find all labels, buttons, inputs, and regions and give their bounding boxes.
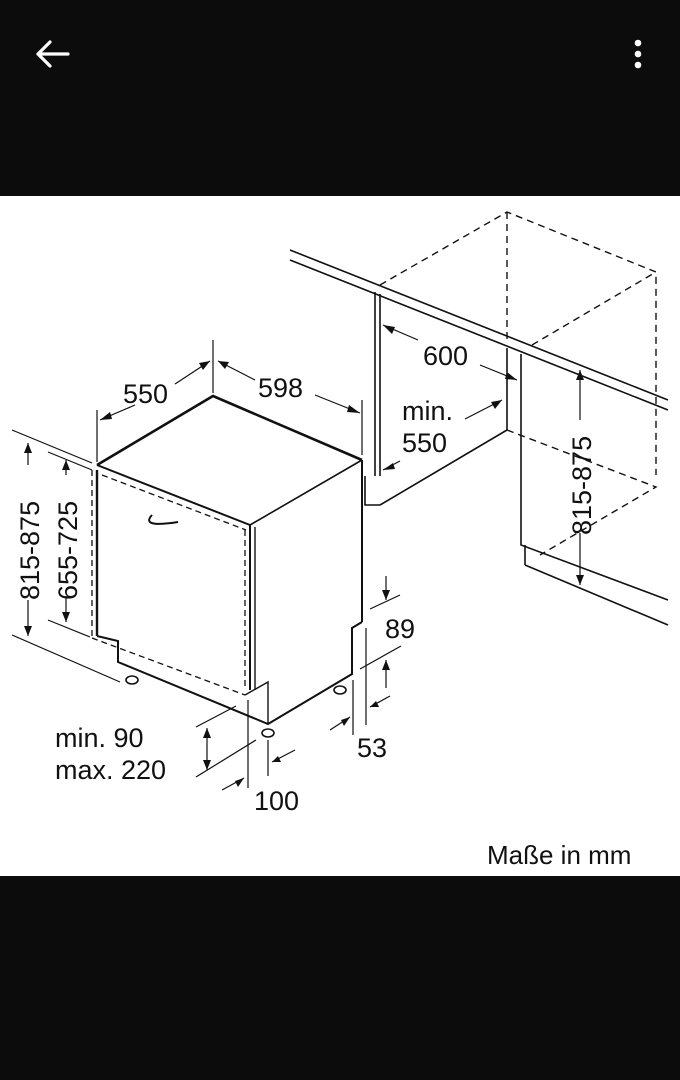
app-toolbar bbox=[0, 0, 680, 196]
dimension-total-height: 815-875 bbox=[15, 501, 45, 600]
dimension-niche-width: 600 bbox=[423, 341, 468, 371]
more-vert-icon bbox=[634, 39, 642, 69]
bottom-background bbox=[0, 876, 680, 1080]
dimension-width: 598 bbox=[258, 373, 303, 403]
dimension-niche-depth-label: min. bbox=[402, 396, 453, 426]
back-button[interactable] bbox=[30, 36, 74, 72]
dishwasher-dimension-drawing: 550 598 600 min. 550 815-875 655-725 815… bbox=[11, 211, 669, 870]
unit-note: Maße in mm bbox=[487, 840, 631, 870]
dimension-niche-depth: 550 bbox=[402, 428, 447, 458]
dimension-plinth-top: 89 bbox=[385, 614, 415, 644]
arrow-left-icon bbox=[36, 40, 70, 68]
dimension-depth: 550 bbox=[123, 379, 168, 409]
dimension-door-height: 655-725 bbox=[53, 501, 83, 600]
more-options-button[interactable] bbox=[624, 36, 652, 72]
diagram-image[interactable]: 550 598 600 min. 550 815-875 655-725 815… bbox=[0, 196, 680, 876]
dimension-plinth-depth: 100 bbox=[254, 786, 299, 816]
dimension-plinth-side: 53 bbox=[357, 733, 387, 763]
dimension-niche-height: 815-875 bbox=[567, 436, 597, 535]
dimension-plinth-max: max. 220 bbox=[55, 755, 166, 785]
dimension-plinth-min: min. 90 bbox=[55, 723, 144, 753]
